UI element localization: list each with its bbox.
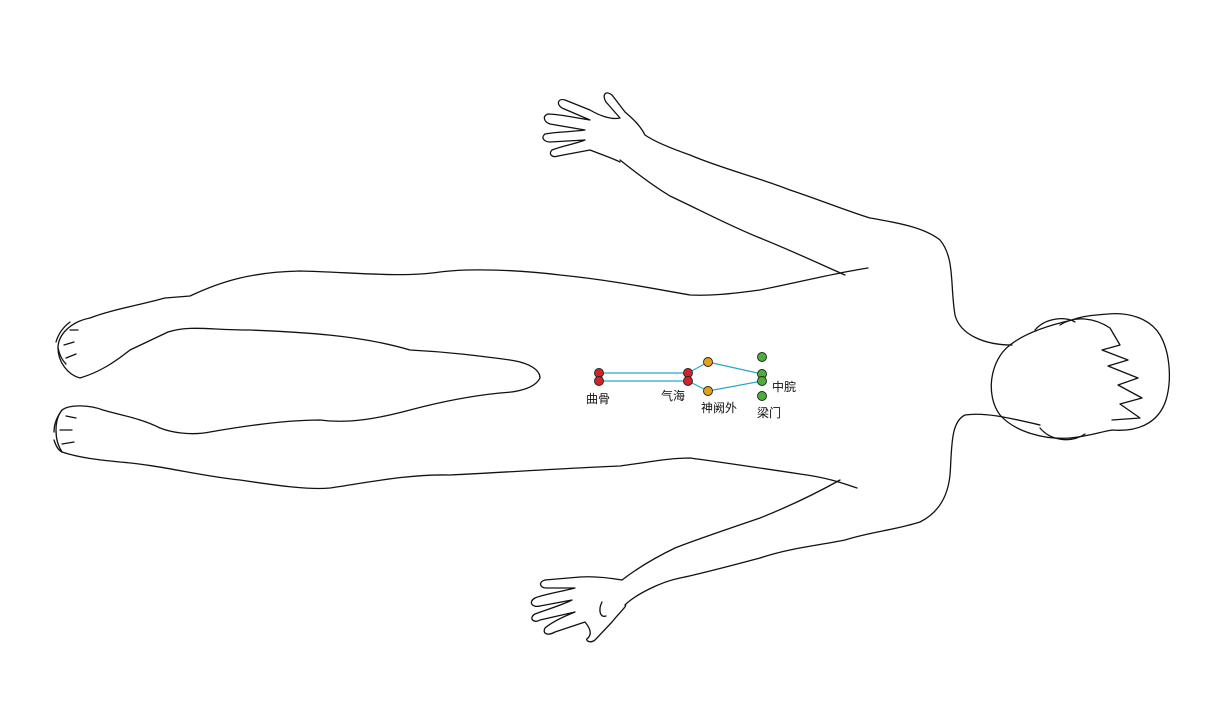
point-qugu-lower: [594, 376, 604, 386]
lower-foot-outline: [53, 409, 77, 453]
connector-shenquewai-zhongwan-upper: [707, 361, 763, 375]
label-qugu: 曲骨: [586, 392, 610, 406]
point-liangmen-upper: [757, 352, 767, 362]
connector-shenquewai-zhongwan-lower: [707, 380, 763, 392]
lower-hand-outline: [530, 576, 627, 643]
upper-hand-outline: [542, 92, 646, 163]
label-qihai: 气海: [661, 388, 685, 403]
head-outline: [990, 312, 1170, 441]
upper-foot-outline: [55, 321, 79, 365]
point-shenquewai-upper: [703, 357, 713, 367]
label-shenquewai: 神阙外: [701, 401, 737, 415]
point-liangmen-lower: [757, 391, 767, 401]
acupoint-labels: 曲骨 气海 神阙外 中脘 梁门: [586, 379, 796, 420]
torso-outline: [55, 134, 1041, 606]
label-zhongwan: 中脘: [772, 379, 796, 394]
point-shenquewai-lower: [703, 386, 713, 396]
point-qihai-lower: [683, 376, 693, 386]
connector-lines: [599, 361, 763, 392]
point-zhongwan-lower: [757, 376, 767, 386]
label-liangmen: 梁门: [757, 405, 781, 420]
acupoint-markers: [594, 352, 767, 401]
